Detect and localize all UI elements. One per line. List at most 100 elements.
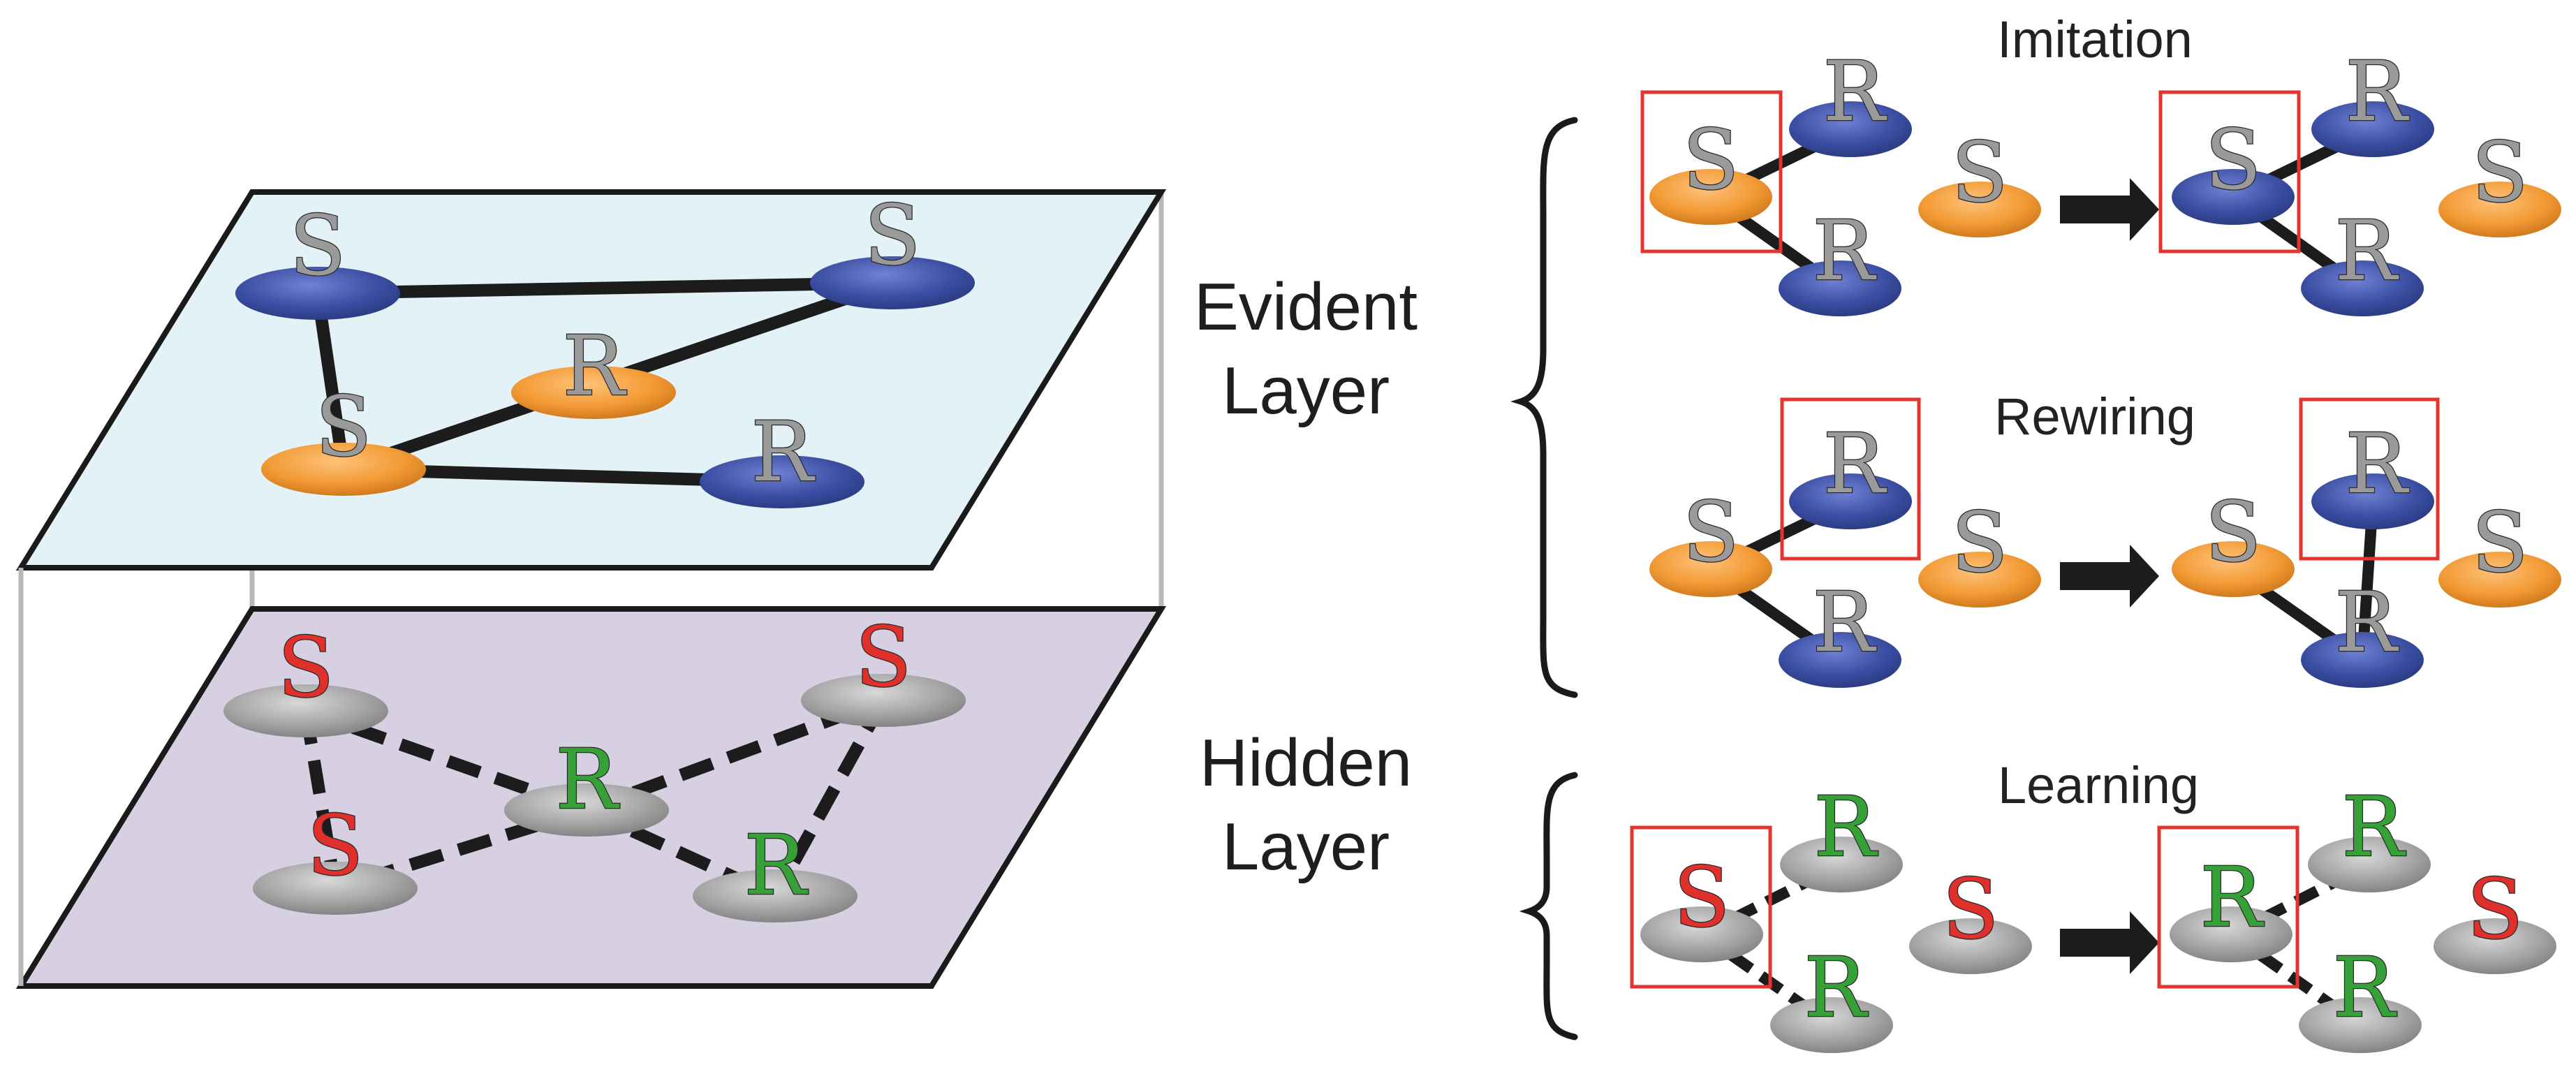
- edge: [311, 277, 899, 300]
- node-hidden: [1770, 997, 1893, 1053]
- node-letter: S: [2467, 861, 2524, 957]
- node-letter: S: [1683, 484, 1739, 580]
- panel-after: S R R S: [2158, 43, 2561, 316]
- node-letter: R: [1814, 779, 1878, 875]
- panel-title: Rewiring: [1994, 388, 2195, 446]
- node-letter: S: [2205, 484, 2262, 580]
- evident-node-letters: S S R S R: [288, 186, 921, 501]
- node-letter: R: [751, 404, 816, 500]
- hidden-layer-label: Hidden: [1200, 726, 1412, 800]
- node-letter: S: [1952, 494, 2008, 591]
- node-letter: S: [1952, 124, 2008, 221]
- layer-labels: Evident Layer Hidden Layer: [1194, 270, 1418, 884]
- node-susceptible: [2172, 541, 2295, 597]
- node-letter: S: [316, 378, 372, 475]
- node-hidden: [801, 674, 966, 727]
- right-arrow-icon: [2060, 911, 2159, 974]
- node-letter: S: [864, 187, 921, 284]
- panel-before: S R R S: [1630, 778, 2032, 1053]
- node-resistant: [2311, 101, 2434, 157]
- left-brace-icon: [1510, 117, 1578, 698]
- right-arrow-icon: [2060, 178, 2159, 241]
- node-letter: S: [278, 619, 334, 716]
- node-letter: R: [1813, 574, 1877, 670]
- node-letter: R: [556, 731, 620, 827]
- edge: [300, 709, 341, 890]
- node-hidden: [253, 862, 418, 915]
- layer-stack: S S R S R S S R S R: [15, 186, 1167, 989]
- hidden-layer-label: Layer: [1222, 809, 1390, 884]
- panel-title: Learning: [1998, 756, 2199, 814]
- highlight-box: [2158, 90, 2301, 253]
- node-letter: R: [744, 817, 809, 913]
- node-hidden: [2170, 906, 2292, 962]
- node-hidden: [2308, 837, 2431, 892]
- highlight-box: [1630, 825, 1772, 989]
- panel-after: S R R S: [2172, 397, 2561, 688]
- panel-after: R R R S: [2157, 778, 2556, 1053]
- node-letter: R: [1823, 415, 1887, 512]
- node-hidden: [504, 784, 669, 837]
- panel-title: Imitation: [1997, 10, 2193, 68]
- node-resistant: [2301, 632, 2424, 688]
- edge: [311, 287, 350, 476]
- node-susceptible: [2438, 552, 2561, 608]
- node-hidden: [1780, 837, 1903, 892]
- hidden-node-letters: S S R S R: [277, 608, 912, 915]
- hidden-nodes: [223, 674, 966, 922]
- highlight-box: [2299, 397, 2440, 561]
- node-resistant: [810, 256, 975, 309]
- node-resistant: [1779, 260, 1901, 316]
- node-resistant: [235, 267, 400, 320]
- node-letter: R: [1823, 43, 1887, 140]
- evident-layer-label: Layer: [1222, 353, 1390, 428]
- node-hidden: [2434, 918, 2556, 974]
- node-letter: R: [2342, 779, 2406, 875]
- node-resistant: [700, 455, 864, 508]
- node-letter: S: [1674, 849, 1730, 946]
- evident-nodes: [235, 256, 975, 508]
- node-hidden: [223, 684, 388, 737]
- node-susceptible: [1649, 541, 1772, 597]
- node-susceptible: [261, 443, 426, 496]
- panel-before: S R R S: [1649, 397, 2041, 688]
- evident-layer-label: Evident: [1194, 270, 1418, 344]
- node-hidden: [1640, 906, 1763, 962]
- node-hidden: [693, 869, 858, 922]
- node-letter: R: [2335, 203, 2399, 299]
- node-letter: S: [1943, 861, 1999, 957]
- panel-rewiring: Rewiring S R R S: [1649, 388, 2561, 688]
- node-letter: R: [2335, 574, 2399, 670]
- node-letter: R: [1804, 939, 1869, 1036]
- highlight-box: [1780, 397, 1921, 561]
- panel-learning: Learning S R R S: [1630, 756, 2556, 1053]
- node-letter: S: [2205, 112, 2262, 208]
- edge: [770, 697, 889, 899]
- node-susceptible: [2438, 182, 2561, 237]
- node-susceptible: [1918, 552, 2041, 608]
- right-arrow-icon: [2060, 545, 2159, 608]
- node-letter: S: [2472, 124, 2529, 221]
- panel-imitation: Imitation S R R S: [1640, 10, 2561, 316]
- left-brace-icon: [1519, 772, 1578, 1040]
- node-letter: R: [2346, 415, 2410, 512]
- node-letter: R: [563, 318, 627, 414]
- node-letter: S: [2472, 494, 2529, 591]
- node-resistant: [2311, 473, 2434, 529]
- node-resistant: [1789, 101, 1912, 157]
- node-letter: S: [307, 797, 364, 894]
- node-resistant: [1789, 473, 1912, 529]
- panel-before: S R R S: [1640, 43, 2041, 316]
- node-letter: R: [2346, 43, 2410, 140]
- node-letter: S: [1683, 112, 1739, 208]
- node-hidden: [2299, 997, 2422, 1053]
- highlight-box: [1640, 90, 1783, 253]
- node-resistant: [1779, 632, 1901, 688]
- node-letter: S: [290, 198, 346, 294]
- node-susceptible: [511, 366, 676, 419]
- node-resistant: [2172, 169, 2295, 225]
- node-susceptible: [1918, 182, 2041, 237]
- node-letter: R: [1813, 203, 1877, 299]
- node-susceptible: [1649, 169, 1772, 225]
